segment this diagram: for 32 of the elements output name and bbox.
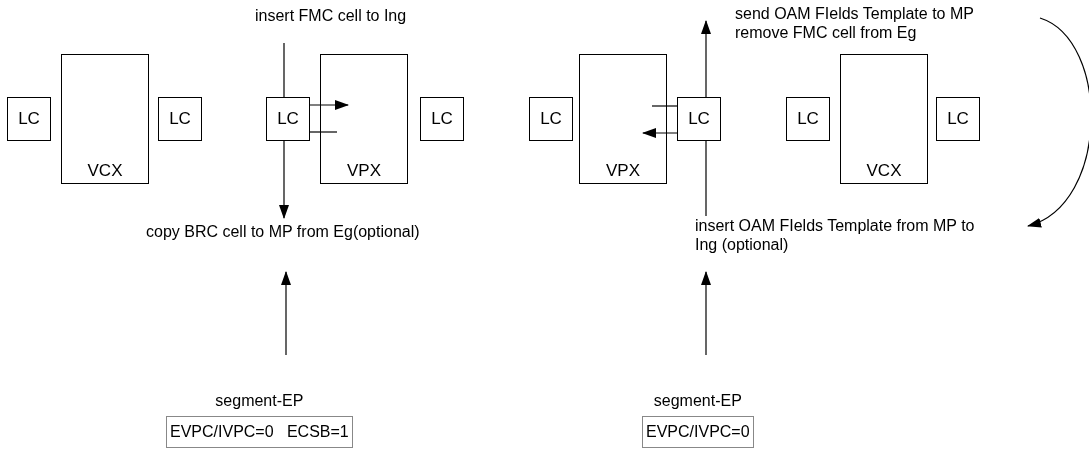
unit-box: VCX — [61, 54, 149, 184]
arrow — [279, 140, 289, 219]
unit-box: VPX — [320, 54, 408, 184]
line — [705, 140, 707, 217]
labeled-box: LC — [677, 97, 721, 141]
box-heading: segment-EP — [652, 392, 743, 410]
arrow — [701, 20, 711, 98]
labeled-box: LC — [936, 97, 980, 141]
line — [283, 42, 285, 98]
annotation-text: send OAM FIelds Template to MP — [735, 4, 974, 23]
arrow — [642, 128, 678, 138]
labeled-box: LC — [266, 97, 310, 141]
annotation-text: insert OAM FIelds Template from MP to Ing (optional) — [695, 216, 985, 254]
labeled-box: LC — [158, 97, 202, 141]
annotation-text: copy BRC cell to MP from Eg(optional) — [146, 222, 420, 241]
curved-arrow — [1027, 17, 1089, 227]
labeled-box: LC — [786, 97, 830, 141]
unit-box: VPX — [579, 54, 667, 184]
labeled-box: LC — [420, 97, 464, 141]
arrow — [309, 100, 349, 110]
line — [309, 131, 338, 133]
arrow — [701, 271, 711, 356]
box-heading: segment-EP — [214, 392, 305, 410]
unit-box: VCX — [840, 54, 928, 184]
labeled-box: LC — [7, 97, 51, 141]
annotation-text: insert FMC cell to Ing — [255, 6, 407, 25]
arrow — [281, 271, 291, 356]
annotation-text: remove FMC cell from Eg — [735, 23, 918, 42]
labeled-box: LC — [529, 97, 573, 141]
parameter-box: EVPC/IVPC=0 ECSB=1 — [166, 416, 353, 448]
line — [651, 105, 678, 107]
parameter-box: EVPC/IVPC=0 — [642, 416, 754, 448]
